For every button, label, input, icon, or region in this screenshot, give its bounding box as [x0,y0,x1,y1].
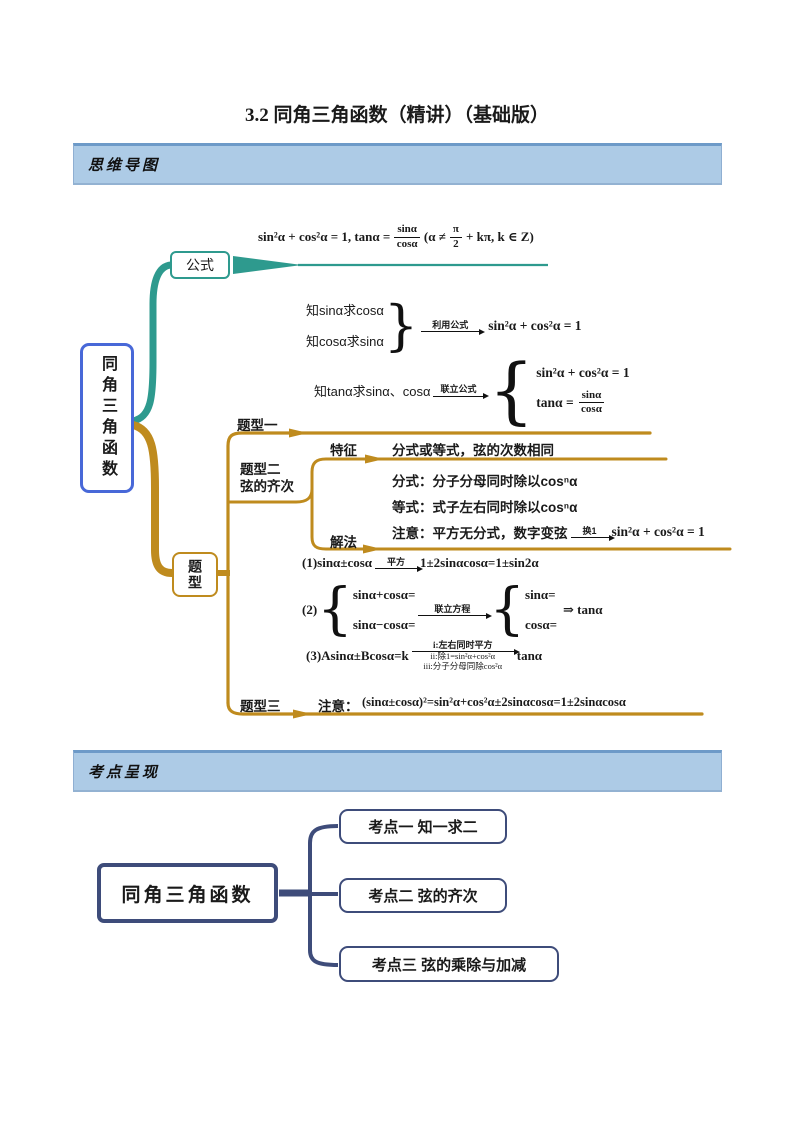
banner-mindmap-label: 思维导图 [88,157,161,174]
banner-exam-points: 考点呈现 [73,750,722,792]
map2-bracket [308,824,339,967]
type2-method-line [310,487,732,551]
fraction-numerator: sinα [394,223,420,238]
case-tan-group: 知tanα求sinα、cosα 联立公式 { sin²α + cos²α = 1… [314,348,630,432]
pi-numerator: π [449,223,462,238]
arrow-shaft-icon [570,534,615,541]
feature-text: 分式或等式，弦的次数相同 [392,443,554,458]
case-tan: 知tanα求sinα、cosα [314,383,431,399]
exam-point-3-node: 考点三 弦的乘除与加减 [339,946,559,982]
banner-mindmap: 思维导图 [73,143,722,185]
arrow-shaft-icon [411,648,520,655]
type3-note-label: 注意： [318,699,359,714]
labeled-arrow-simultaneous-equations: 联立方程 [418,603,493,619]
method-label: 解法 [330,535,357,550]
branch-formula-wedge [233,256,302,274]
tan-fraction: sinα cosα [578,389,605,416]
type2-label: 题型二 弦的齐次 [240,461,294,495]
labeled-arrow-simultaneous-formula: 联立公式 [433,384,490,399]
type2-feature-line [226,457,668,504]
type1-label: 题型一 [237,418,278,433]
map2-root-node: 同角三角函数 [97,863,278,923]
method-3: (3)Asinα±Bcosα=k i:左右同时平方 ii:除1=sin²α+co… [306,640,542,672]
arrow-label: 利用公式 [432,319,469,330]
fraction-numerator: sinα [578,389,605,404]
note-lead: 注意：平方无分式，数字变弦 [392,526,568,541]
arrow-label: 换1 [582,525,597,536]
arrow-shaft-icon [375,565,424,572]
branch-topic [129,421,176,577]
formula-node: 公式 [170,251,230,279]
arrowhead-method-icon [363,544,382,554]
method-2: (2) { sinα+cosα= sinα−cosα= 联立方程 { sinα=… [302,580,602,640]
arrow-shaft-icon [418,612,493,619]
left-brace-icon: { [488,348,535,432]
feature-label: 特征 [330,443,357,458]
method-1: (1)sinα±cosα 平方 1±2sinαcosα=1±sin2α [302,555,539,572]
branch-formula [129,261,175,425]
m3-result: tanα [516,647,543,663]
m2-result: ⇒ tanα [563,602,603,617]
topic-node: 题型 [172,552,218,597]
arrow-label-step2: ii:除1=sin²α+cos²α [430,651,496,662]
arrowhead-type1-icon [289,428,308,438]
exam-point-1-node: 考点一 知一求二 [339,809,507,844]
arrow-shaft-icon [421,328,486,335]
pi-fraction: π 2 [449,223,462,250]
pi-denominator: 2 [453,237,459,250]
map1-root-node: 同角三角函数 [80,343,134,493]
m1-result: 1±2sinαcosα=1±sin2α [420,555,539,570]
note-row: 注意：平方无分式，数字变弦 换1 sin²α + cos²α = 1 [392,522,705,542]
case-cos: 知cosα求sinα [306,334,384,349]
case-sin: 知sinα求cosα [306,303,384,318]
fraction-denominator: cosα [396,237,418,250]
type3-note-formula: (sinα±cosα)²=sin²α+cos²α±2sinαcosα=1±2si… [362,695,626,709]
system-eq2: tanα = sinα cosα [536,389,629,416]
labeled-arrow-three-steps: i:左右同时平方 ii:除1=sin²α+cos²α iii:分子分母同除cos… [411,640,520,672]
m2-eq-b2: cosα= [525,617,558,632]
fraction-denominator: cosα [581,403,602,416]
type3-label: 题型三 [240,699,281,714]
arrow-label-step3: iii:分子分母同除cos²α [423,661,503,672]
left-brace-icon: { [489,576,526,642]
labeled-arrow-use-formula: 利用公式 [421,319,486,335]
arrow-label: 联立方程 [434,603,471,614]
m1-lead: (1)sinα±cosα [302,555,373,570]
arrow-label-step1: i:左右同时平方 [432,640,493,650]
labeled-arrow-square: 平方 [375,556,424,572]
banner-exam-points-label: 考点呈现 [88,764,161,781]
arrowhead-type3-icon [293,709,312,719]
system-eq2-lead: tanα = [536,394,574,410]
arrowhead-feature-icon [365,454,384,464]
result-identity: sin²α + cos²α = 1 [488,318,582,333]
system-eq1: sin²α + cos²α = 1 [536,364,630,380]
condition-open: (α ≠ [423,229,446,245]
note-result: sin²α + cos²α = 1 [611,524,705,539]
type2-label-line1: 题型二 [240,462,281,477]
rule-fraction: 分式：分子分母同时除以cosⁿα [392,474,578,489]
labeled-arrow-substitute-1: 换1 [570,525,615,541]
rule-equation: 等式：式子左右同时除以cosⁿα [392,500,578,515]
type2-label-line2: 弦的齐次 [240,479,294,494]
type3-line [226,701,704,716]
arrow-shaft-icon [433,392,490,399]
m2-eq-a2: sinα−cosα= [352,617,416,632]
m3-lead: (3)Asinα±Bcosα=k [306,647,409,663]
exam-point-2-node: 考点二 弦的齐次 [339,878,507,913]
m2-number: (2) [302,602,318,617]
right-brace-icon: } [383,293,419,357]
m2-eq-a1: sinα+cosα= [352,587,416,602]
page-title: 3.2 同角三角函数（精讲）（基础版） [244,105,549,126]
identity-lead: sin²α + cos²α = 1, tanα = [258,229,391,245]
m2-eq-b1: sinα= [525,587,556,602]
case-sincos-group: 知sinα求cosα 知cosα求sinα } 利用公式 sin²α + cos… [306,295,582,357]
arrow-label: 联立公式 [440,384,477,395]
identity-formula: sin²α + cos²α = 1, tanα = sinα cosα (α ≠… [258,223,534,250]
left-brace-icon: { [317,576,353,642]
condition-close: + kπ, k ∈ Z) [465,229,534,245]
arrow-label: 平方 [387,556,406,567]
topic-spine-type1-line [226,431,652,705]
tan-fraction: sinα cosα [394,223,420,250]
